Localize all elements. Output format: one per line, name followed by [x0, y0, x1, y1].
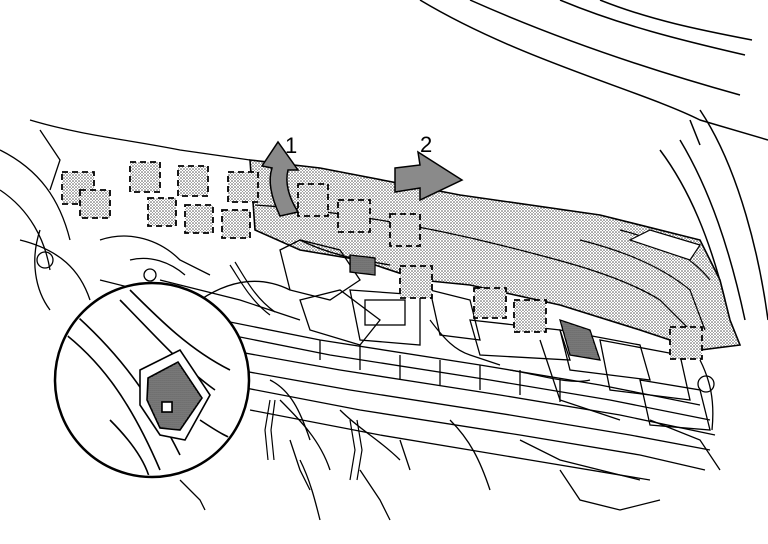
clip-callout-icon	[473, 287, 507, 319]
clip-callout-icon	[337, 199, 371, 233]
clip-callout-icon	[513, 299, 547, 333]
clip-callout-icon	[669, 326, 703, 360]
step-label-2: 2	[420, 132, 432, 157]
clip-callout-icon	[129, 161, 161, 193]
windshield-frame	[419, 0, 768, 321]
removal-arrow-icon	[394, 150, 464, 202]
clip-callout-icon	[389, 213, 421, 247]
clip-callout-icon	[399, 265, 433, 299]
clip-callout-icon	[147, 197, 177, 227]
step-label-1: 1	[285, 133, 297, 158]
removal-arrows	[260, 140, 464, 217]
clip-callout-icon	[79, 189, 111, 219]
lower-dashboard-structure	[169, 239, 721, 521]
clip-callouts	[61, 161, 703, 360]
magnified-clip-detail-icon	[53, 281, 251, 479]
clip-callout-icon	[297, 183, 329, 217]
removal-arrow-icon	[260, 140, 300, 217]
clip-callout-icon	[221, 209, 251, 239]
clip-callout-icon	[227, 171, 259, 203]
clip-callout-icon	[177, 165, 209, 197]
clip-callout-icon	[184, 204, 214, 234]
wiring-harness	[229, 261, 591, 481]
